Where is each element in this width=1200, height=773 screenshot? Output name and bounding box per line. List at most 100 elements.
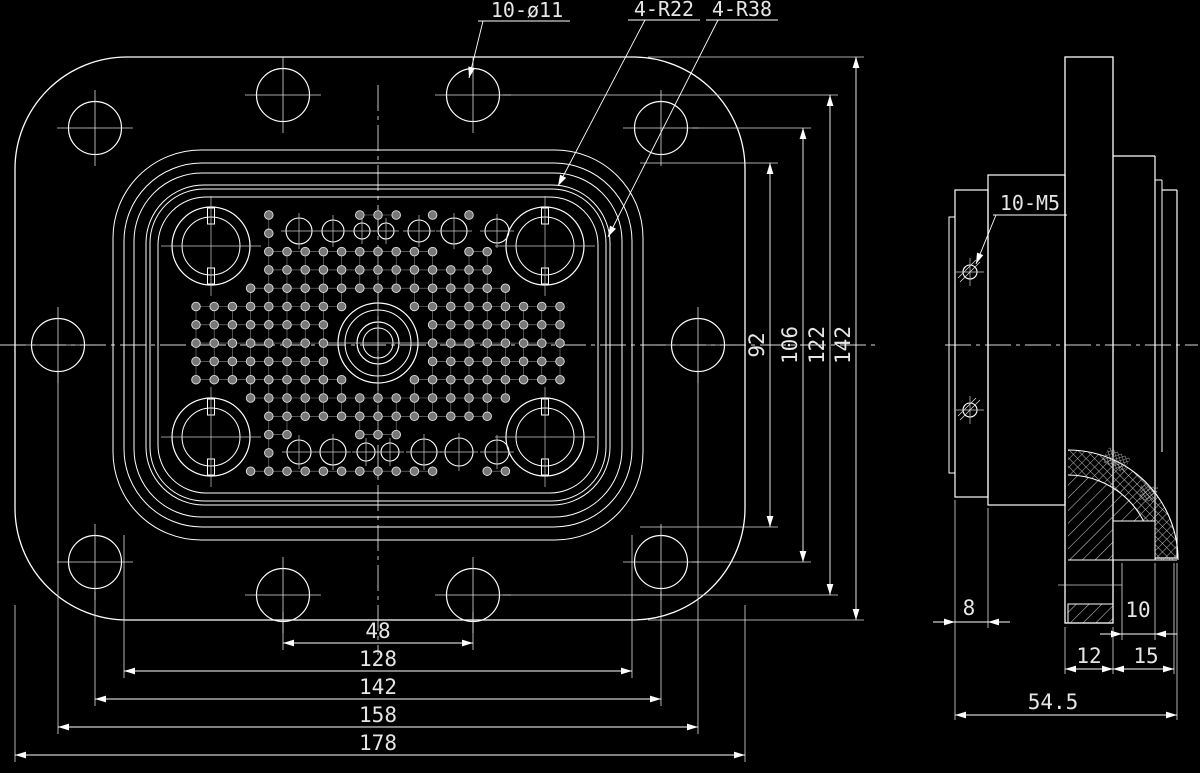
signal-pin	[318, 356, 329, 367]
signal-pin	[537, 301, 547, 312]
signal-pin	[355, 283, 365, 293]
signal-pin	[482, 301, 492, 312]
signal-pin	[500, 466, 511, 476]
signal-pin	[555, 374, 565, 385]
signal-pin	[500, 356, 511, 367]
insert-outline	[145, 184, 611, 506]
signal-pin	[409, 393, 420, 403]
leader-line	[607, 19, 719, 238]
signal-pin	[282, 429, 292, 440]
signal-pin	[391, 265, 401, 275]
dim-arrow	[988, 618, 999, 626]
insert-outline	[123, 162, 633, 528]
signal-pin	[300, 393, 310, 403]
signal-pin	[373, 246, 383, 257]
signal-pin	[482, 265, 492, 275]
signal-pin	[245, 320, 256, 330]
signal-pin	[264, 265, 274, 275]
signal-pin	[391, 393, 401, 403]
dim-height-92: 92	[745, 332, 769, 357]
signal-pin	[245, 301, 256, 312]
signal-pin	[209, 320, 219, 330]
dim-arrow	[852, 609, 860, 620]
signal-pin	[282, 283, 292, 293]
signal-pin	[409, 246, 420, 257]
side-view-section	[948, 56, 1179, 624]
signal-pin	[409, 374, 420, 385]
signal-pin	[446, 338, 456, 348]
signal-pin	[427, 210, 438, 220]
signal-pin	[500, 301, 511, 312]
signal-pin	[446, 301, 456, 312]
leader-arrow	[558, 174, 567, 186]
signal-pin	[482, 411, 492, 422]
signal-pin	[318, 338, 329, 348]
signal-pin	[464, 356, 474, 367]
bottom-section	[1067, 603, 1114, 624]
insert-outline	[157, 196, 599, 494]
dim-height-106: 106	[778, 326, 802, 364]
signal-pin	[245, 374, 256, 385]
signal-pin	[355, 246, 365, 257]
signal-pin	[482, 374, 492, 385]
dim-arrow	[687, 723, 698, 731]
signal-pin	[537, 356, 547, 367]
signal-pin	[318, 283, 329, 293]
signal-pin	[373, 411, 383, 422]
signal-pin	[227, 356, 238, 367]
signal-pin	[209, 338, 219, 348]
seal-block	[1101, 447, 1131, 473]
signal-pin	[336, 393, 347, 403]
signal-pin	[482, 356, 492, 367]
signal-pin	[264, 448, 274, 458]
signal-pin	[264, 466, 274, 476]
leader-arrow	[468, 66, 475, 78]
signal-pin	[391, 429, 401, 440]
dim-arrow	[1155, 630, 1166, 638]
dim-arrow	[283, 639, 294, 647]
signal-pin	[227, 301, 238, 312]
dim-arrow	[1111, 630, 1122, 638]
signal-pin	[500, 374, 511, 385]
dim-step-10: 10	[1125, 598, 1150, 622]
label-thread-holes: 10-M5	[1000, 191, 1060, 215]
signal-pin	[464, 393, 474, 403]
signal-pin	[373, 283, 383, 293]
signal-pin	[300, 301, 310, 312]
signal-pin	[391, 466, 401, 476]
signal-pin	[209, 301, 219, 312]
signal-pin	[245, 393, 256, 403]
insert-outline	[133, 172, 623, 518]
signal-pin	[355, 265, 365, 275]
signal-pin	[500, 283, 511, 293]
signal-pin	[464, 246, 474, 257]
signal-pin	[427, 320, 438, 330]
signal-pin	[427, 356, 438, 367]
dim-arrow	[95, 695, 106, 703]
label-flange-radius: 4-R38	[712, 0, 772, 21]
signal-pin	[282, 246, 292, 257]
signal-pin	[427, 393, 438, 403]
signal-pin	[409, 283, 420, 293]
seal-block	[1138, 484, 1159, 503]
signal-pin	[373, 210, 383, 220]
signal-pin	[336, 283, 347, 293]
signal-pin	[282, 466, 292, 476]
dim-height-122: 122	[805, 326, 829, 364]
signal-pin	[446, 411, 456, 422]
signal-pin	[555, 320, 565, 330]
signal-pin	[282, 411, 292, 422]
signal-pin	[427, 374, 438, 385]
signal-pin	[409, 301, 420, 312]
signal-pin	[264, 374, 274, 385]
signal-pin	[391, 246, 401, 257]
signal-pin	[264, 246, 274, 257]
signal-pin	[209, 356, 219, 367]
signal-pin	[427, 338, 438, 348]
signal-pin	[282, 393, 292, 403]
signal-pin	[555, 338, 565, 348]
dim-arrow	[462, 639, 473, 647]
signal-pin	[336, 265, 347, 275]
signal-pin	[300, 411, 310, 422]
